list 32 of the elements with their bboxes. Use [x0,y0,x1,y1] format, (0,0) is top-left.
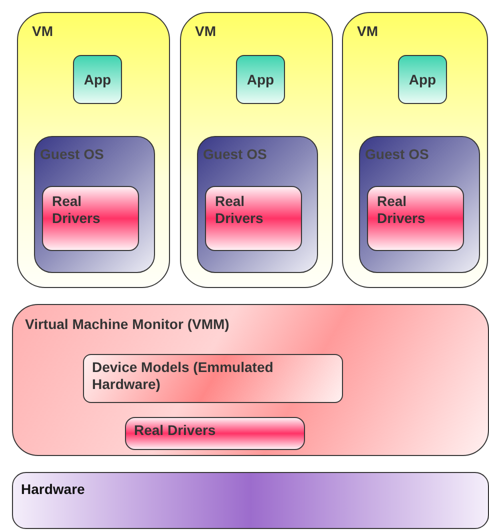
app-box [73,55,122,104]
app-box [236,55,285,104]
node-label: Device Models (Emmulated Hardware) [92,359,274,393]
vm-container [342,12,488,288]
node-label: Real Drivers [215,193,264,227]
guest-os-box [34,136,155,273]
vmm-panel [12,304,489,456]
node-label: Guest OS [365,146,429,163]
node-label: Real Drivers [52,193,102,227]
hardware-panel [12,472,489,529]
node-label: Real Drivers [377,193,426,227]
node-label: Virtual Machine Monitor (VMM) [25,316,230,333]
drivers-box [367,186,464,251]
node-label: Guest OS [40,146,104,163]
drivers-box [42,186,139,251]
node-label: Guest OS [203,146,267,163]
node-label: Real Drivers [134,422,216,439]
drivers-box [125,417,305,450]
node-label: App [246,71,276,88]
node-label: Hardware [21,481,85,498]
node-label: VM [32,23,53,40]
node-label: VM [195,23,216,40]
node-label: VM [357,23,378,40]
vm-container [17,12,170,288]
node-label: App [408,71,438,88]
guest-os-box [359,136,480,273]
drivers-box [205,186,302,251]
node-label: App [82,71,112,88]
app-box [398,55,447,104]
vm-container [180,12,333,288]
guest-os-box [197,136,318,273]
device-models-box [83,354,343,403]
